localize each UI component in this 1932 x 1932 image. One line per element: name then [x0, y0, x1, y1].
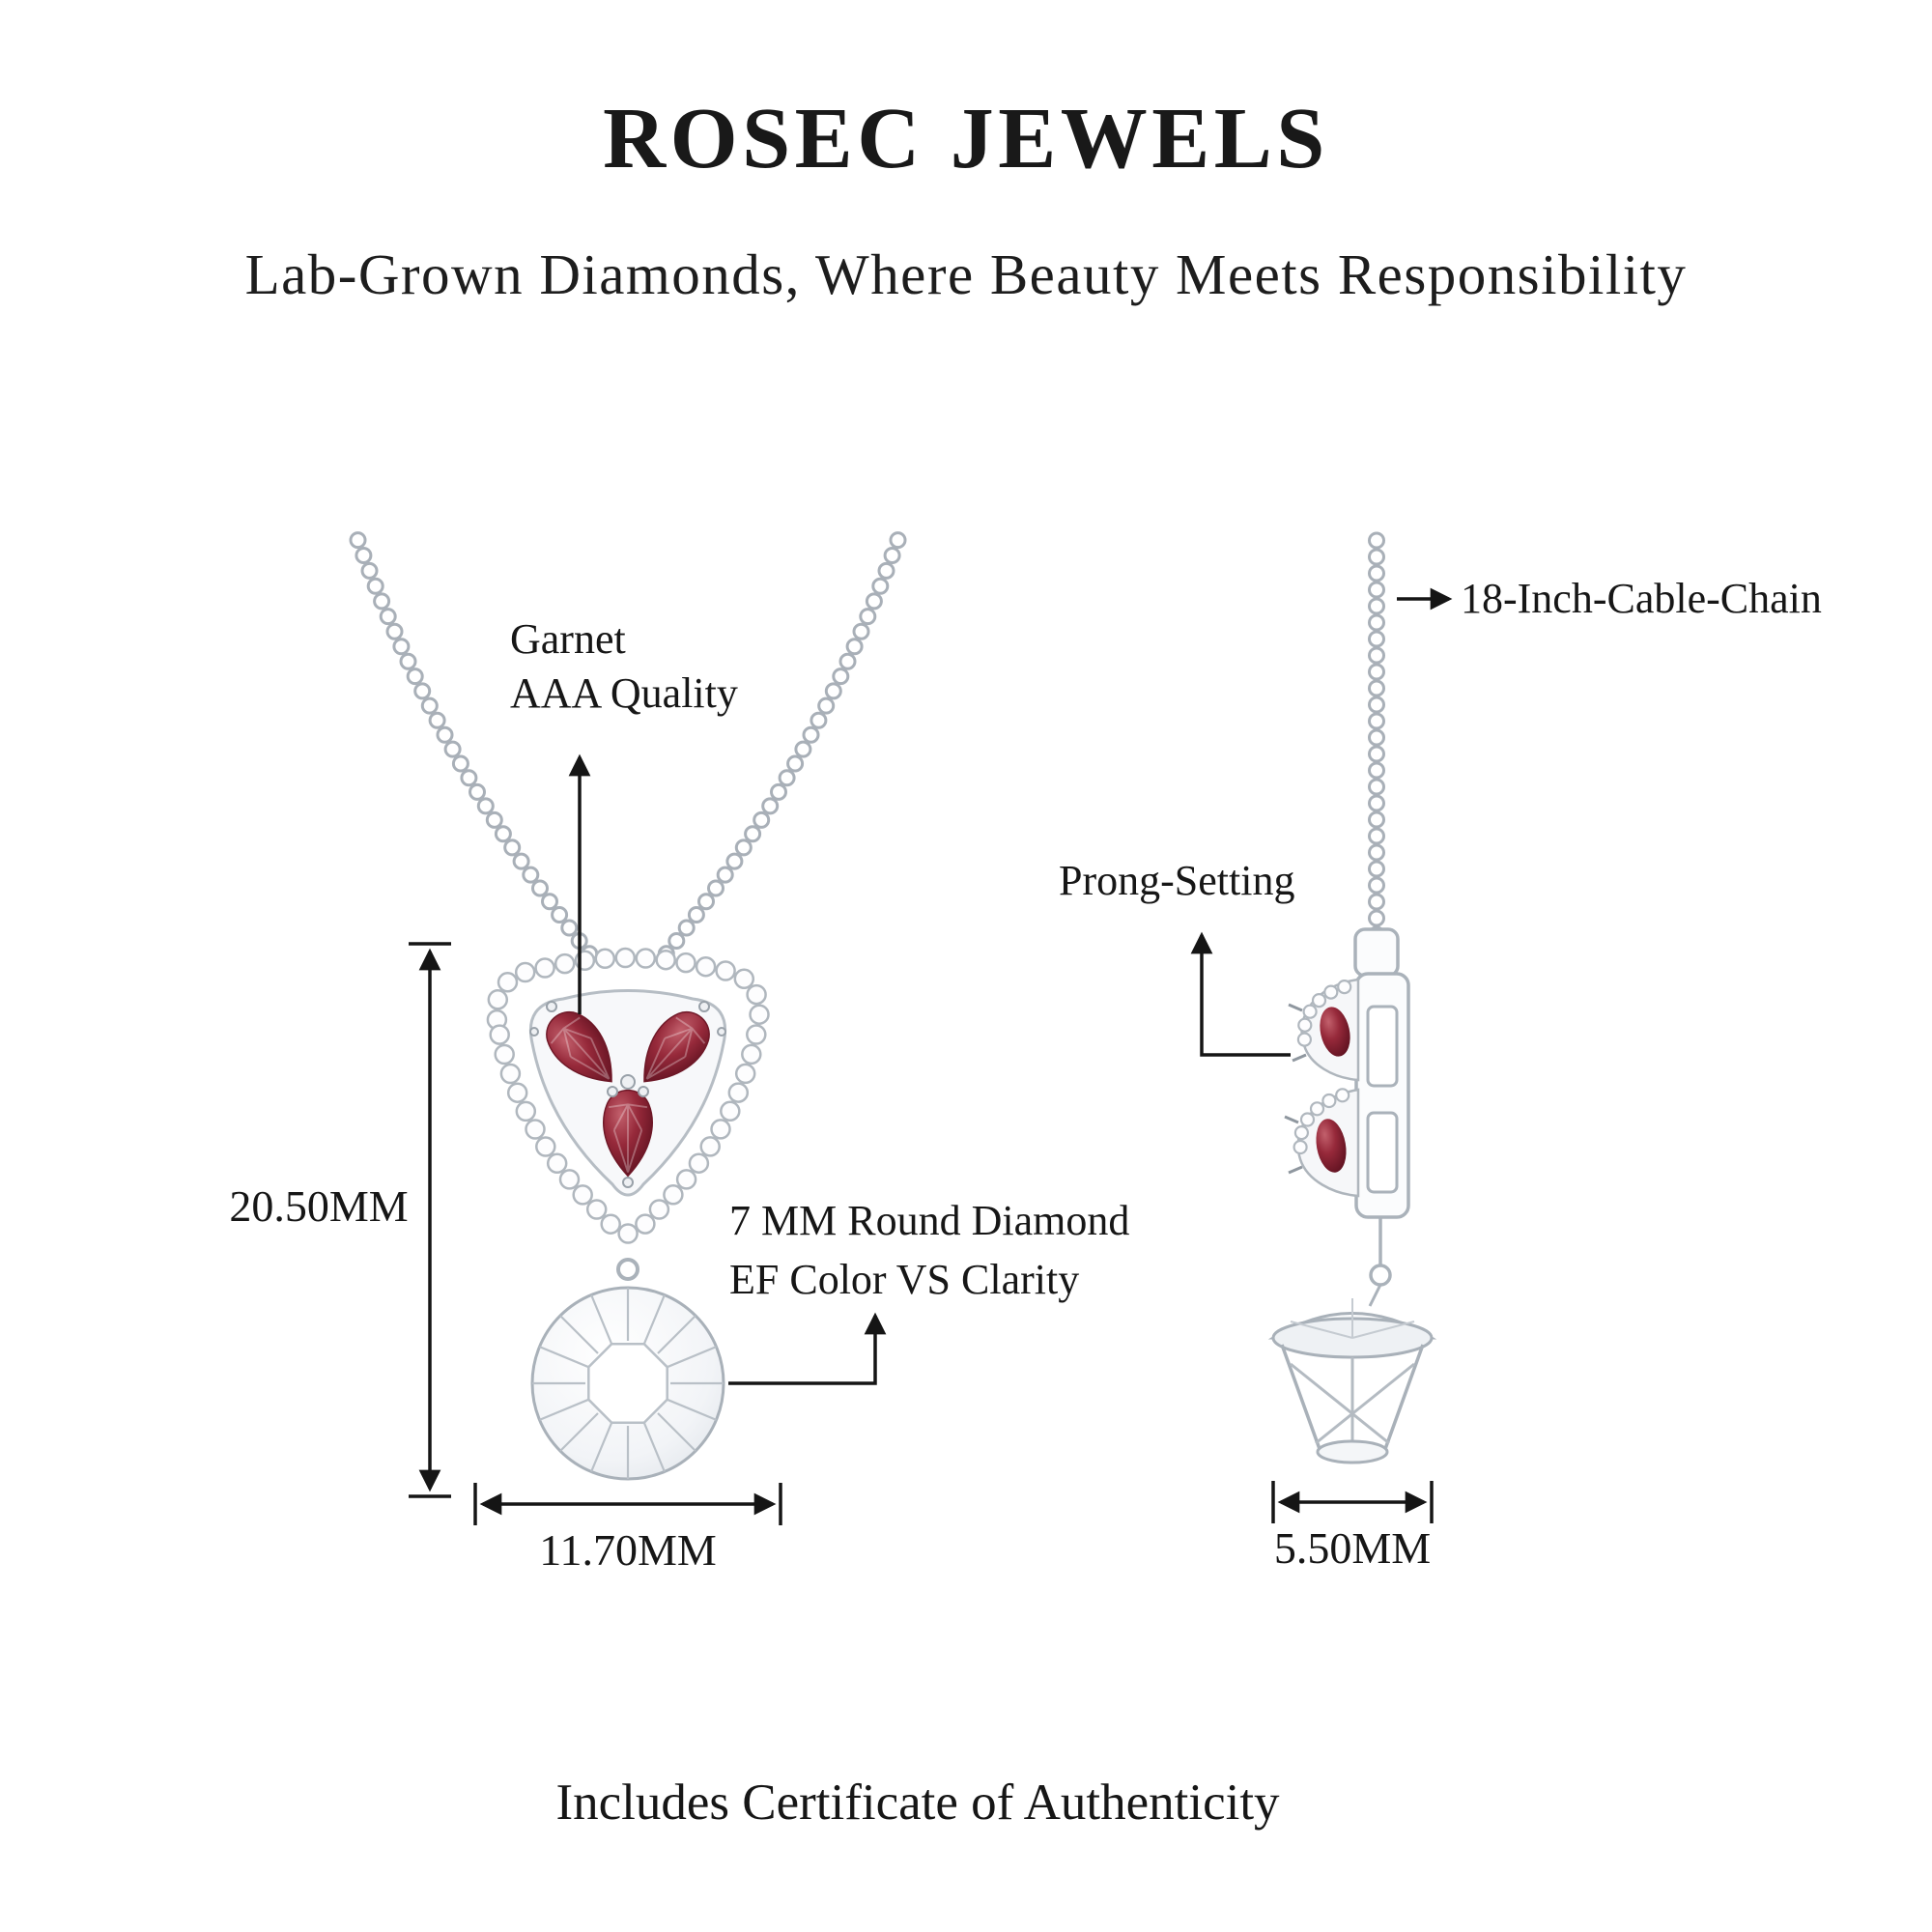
cable-chain-label: 18-Inch-Cable-Chain [1461, 575, 1822, 622]
garnet-label-line2: AAA Quality [510, 669, 738, 718]
pendant-side [1284, 972, 1410, 1219]
side-view-illustration [1267, 531, 1437, 1464]
brand-title: ROSEC JEWELS [603, 91, 1329, 186]
pendant-front [486, 947, 770, 1244]
connector-ring-side [1369, 1264, 1392, 1287]
diamond-halo [486, 947, 770, 1244]
garnet-edge-upper [1320, 1007, 1350, 1057]
certificate-note: Includes Certificate of Authenticity [555, 1775, 1280, 1831]
round-diamond-front [530, 1286, 725, 1481]
height-dimension-line [409, 942, 451, 1498]
round-diamond-side [1267, 1298, 1437, 1464]
diamond-callout-arrow [728, 1312, 887, 1385]
drop-link [1368, 1284, 1382, 1307]
halo-edge-dots [1293, 979, 1352, 1155]
side-width-dimension-line [1271, 1481, 1434, 1523]
pendant-width-dimension-label: 11.70MM [539, 1525, 717, 1575]
prongs-front [529, 1001, 726, 1188]
prong-ticks [1284, 1003, 1307, 1175]
pendant-height-dimension-label: 20.50MM [229, 1181, 409, 1231]
diamond-spec-line2: EF Color VS Clarity [729, 1255, 1080, 1303]
brand-tagline: Lab-Grown Diamonds, Where Beauty Meets R… [244, 242, 1688, 306]
cable-chain-side [1368, 531, 1385, 944]
diamond-spec-line1: 7 MM Round Diamond [729, 1197, 1130, 1244]
basket [1280, 1344, 1425, 1450]
cable-chain-left [349, 531, 599, 963]
garnet-label-line1: Garnet [510, 615, 626, 663]
width-dimension-line [473, 1483, 782, 1525]
front-view-illustration [349, 531, 907, 1481]
side-width-dimension-label: 5.50MM [1273, 1523, 1432, 1573]
garnet-quality-label: Garnet AAA Quality [510, 612, 738, 722]
annotations [409, 587, 1453, 1525]
prong-callout-arrow [1190, 931, 1291, 1057]
cable-chain-right [657, 531, 907, 963]
garnet-edge-lower [1316, 1119, 1347, 1173]
diamond-spec-label: 7 MM Round Diamond EF Color VS Clarity [729, 1192, 1129, 1309]
prong-setting-label: Prong-Setting [1059, 857, 1295, 904]
bail-side [1353, 927, 1400, 978]
connector-ring-front [616, 1258, 639, 1281]
